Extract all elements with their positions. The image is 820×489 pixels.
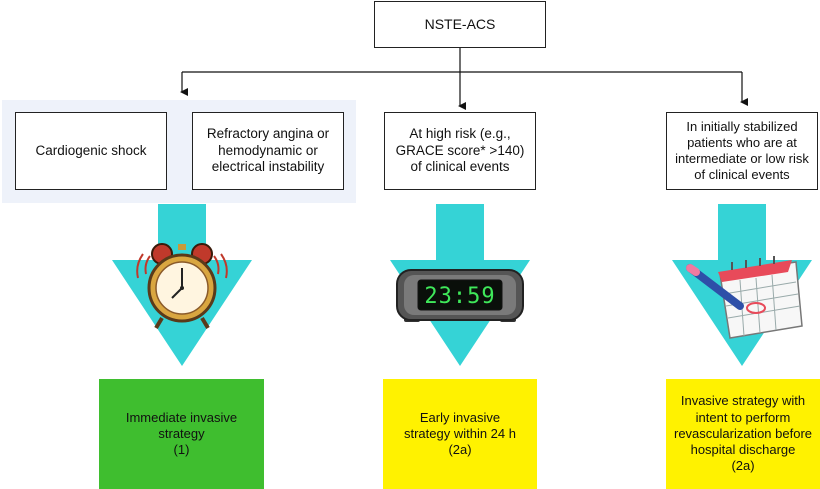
clock-display: 23:59 (424, 284, 495, 309)
condition-cardiogenic-shock: Cardiogenic shock (15, 112, 167, 190)
alarm-clock-icon (136, 243, 228, 330)
outcome-early-invasive: Early invasive strategy within 24 h (2a) (383, 379, 537, 489)
condition-intermediate-low-risk: In initially stabilized patients who are… (666, 112, 818, 190)
condition-refractory-angina: Refractory angina or hemodynamic or elec… (192, 112, 344, 190)
calendar-icon (686, 256, 803, 339)
root-label: NSTE-ACS (424, 15, 496, 32)
root-node: NSTE-ACS (374, 1, 546, 48)
digital-clock-icon: 23:59 (396, 269, 524, 322)
condition-high-risk: At high risk (e.g., GRACE score* >140) o… (384, 112, 536, 190)
outcome-invasive-before-discharge: Invasive strategy with intent to perform… (666, 379, 820, 489)
outcome-immediate-invasive: Immediate invasive strategy (1) (99, 379, 264, 489)
